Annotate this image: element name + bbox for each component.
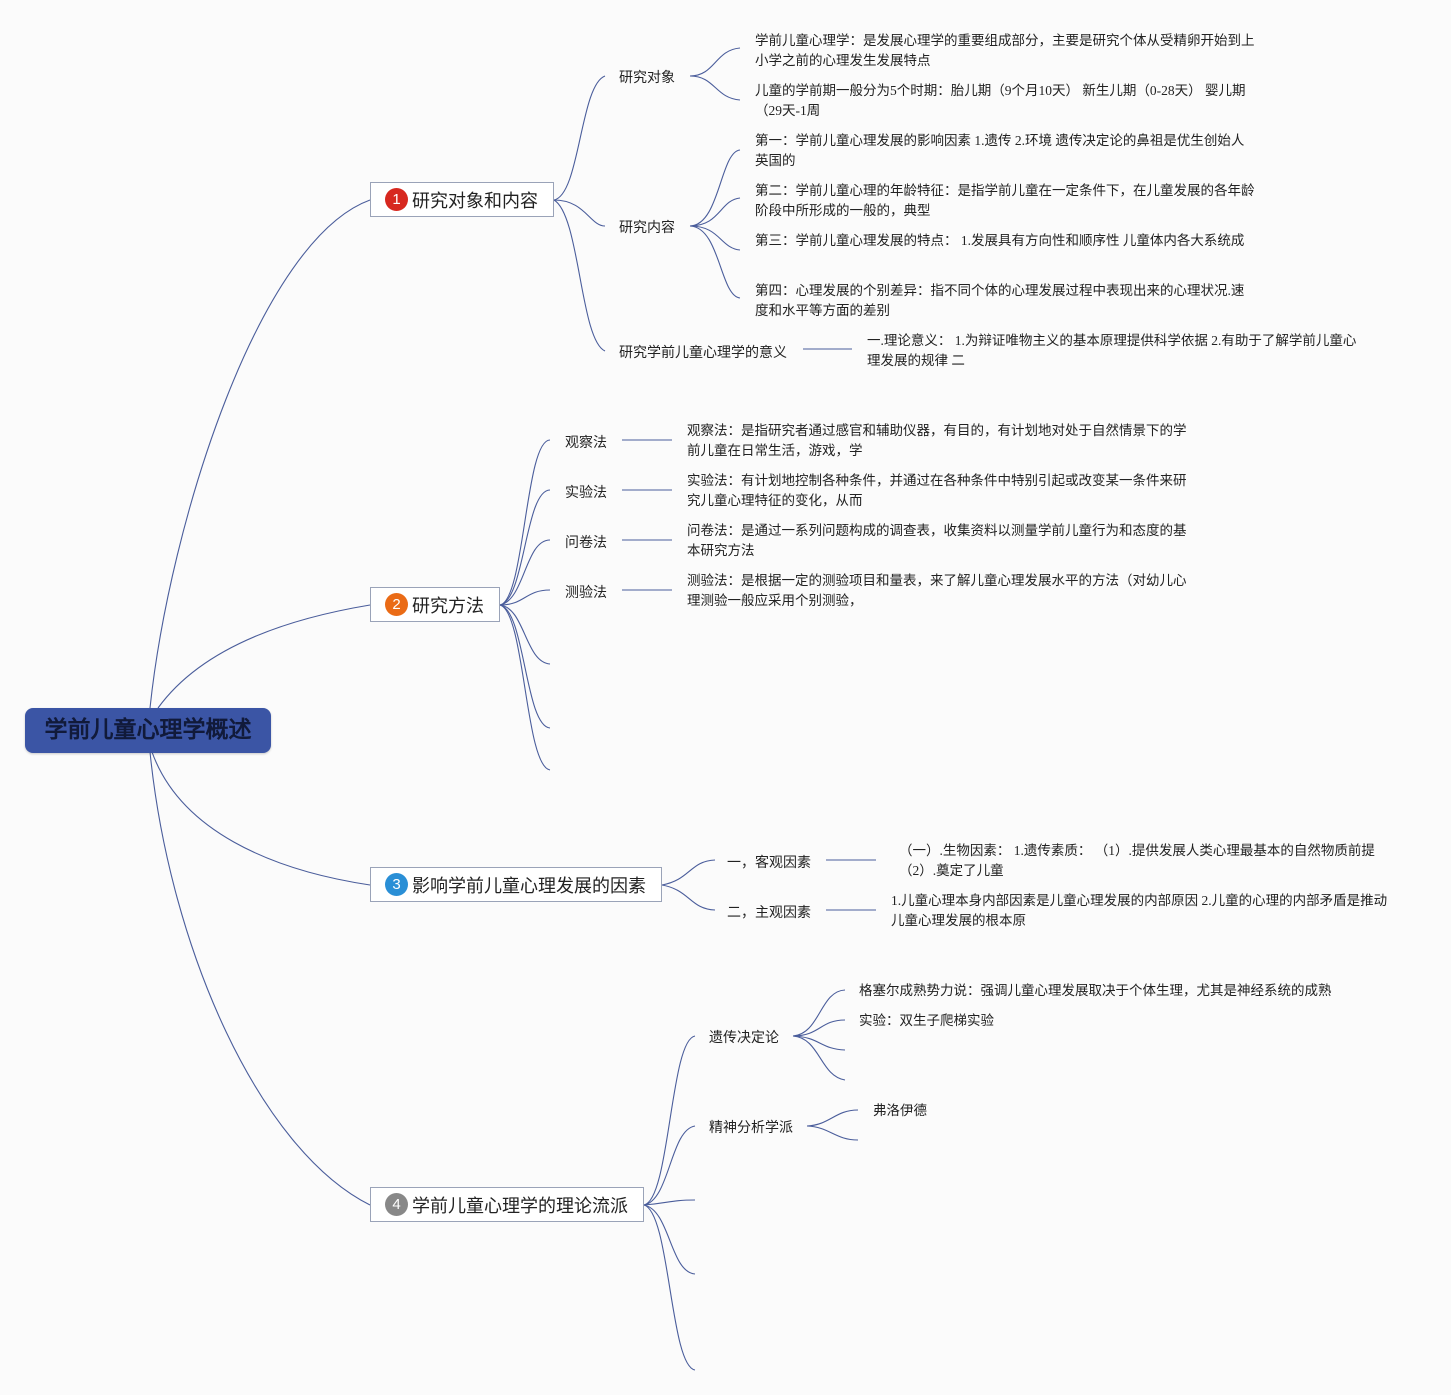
- connector-g1-l2: [792, 1019, 846, 1037]
- leaf-text[interactable]: 一.理论意义： 1.为辩证唯物主义的基本原理提供科学依据 2.有助于了解学前儿童…: [867, 333, 1357, 368]
- connector-c1-l1: [689, 47, 741, 77]
- leaf-text[interactable]: 儿童的学前期一般分为5个时期：胎儿期（9个月10天） 新生儿期（0-28天） 婴…: [755, 83, 1246, 118]
- leaf-text[interactable]: 第一：学前儿童心理发展的影响因素 1.遗传 2.环境 遗传决定论的鼻祖是优生创始…: [755, 133, 1245, 168]
- connector-b2-c3: [499, 539, 551, 606]
- leaf-text[interactable]: 第二：学前儿童心理的年龄特征：是指学前儿童在一定条件下，在儿童发展的各年龄阶段中…: [755, 183, 1255, 218]
- leaf-text[interactable]: 实验：双生子爬梯实验: [859, 1013, 994, 1028]
- leaf-text[interactable]: 学前儿童心理学：是发展心理学的重要组成部分，主要是研究个体从受精卵开始到上小学之…: [755, 33, 1255, 68]
- leaf-text[interactable]: （一）.生物因素： 1.遗传素质： （1）.提供发展人类心理最基本的自然物质前提…: [899, 843, 1375, 878]
- leaf-text[interactable]: 实验法：有计划地控制各种条件，并通过在各种条件中特别引起或改变某一条件来研究儿童…: [687, 473, 1187, 508]
- connector-g1-e1: [792, 1035, 846, 1051]
- leaf-text[interactable]: 1.儿童心理本身内部因素是儿童心理发展的内部原因 2.儿童的心理的内部矛盾是推动…: [891, 893, 1388, 928]
- connector-b2-c2: [499, 489, 551, 606]
- root-topic[interactable]: 学前儿童心理学概述: [25, 708, 271, 753]
- connector-c1-l2: [689, 75, 741, 101]
- branch-3-number-badge: 3: [385, 873, 408, 896]
- leaf-text[interactable]: 问卷法：是通过一系列问题构成的调查表，收集资料以测量学前儿童行为和态度的基本研究…: [687, 523, 1187, 558]
- subtopic-research-significance[interactable]: 研究学前儿童心理学的意义: [619, 345, 787, 361]
- subtopic-questionnaire[interactable]: 问卷法: [565, 535, 607, 551]
- leaf-text[interactable]: 测验法：是根据一定的测验项目和量表，来了解儿童心理发展水平的方法（对幼儿心理测验…: [687, 573, 1187, 608]
- connector-b3-c2: [661, 884, 716, 911]
- connector-root-b4: [149, 751, 371, 1206]
- connector-b4-c2: [643, 1125, 696, 1206]
- subtopic-psychoanalysis[interactable]: 精神分析学派: [709, 1120, 793, 1136]
- subtopic-research-content[interactable]: 研究内容: [619, 220, 675, 236]
- branch-4-title: 学前儿童心理学的理论流派: [412, 1195, 628, 1217]
- subtopic-objective-factors[interactable]: 一，客观因素: [727, 855, 811, 871]
- subtopic-test[interactable]: 测验法: [565, 585, 607, 601]
- leaf-text[interactable]: 第四：心理发展的个别差异：指不同个体的心理发展过程中表现出来的心理状况.速度和水…: [755, 283, 1245, 318]
- branch-1-topic[interactable]: 1 研究对象和内容: [370, 182, 554, 217]
- connector-g2-l1: [806, 1109, 859, 1127]
- subtopic-subjective-factors[interactable]: 二，主观因素: [727, 905, 811, 921]
- connector-b1-c1: [553, 75, 606, 201]
- connector-c2-l2: [689, 197, 741, 227]
- connector-b4-e1: [643, 1199, 696, 1206]
- leaf-text[interactable]: 观察法：是指研究者通过感官和辅助仪器，有目的，有计划地对处于自然情景下的学前儿童…: [687, 423, 1187, 458]
- connector-b4-e3: [643, 1204, 696, 1371]
- branch-2-number-badge: 2: [385, 593, 408, 616]
- subtopic-genetic-determinism[interactable]: 遗传决定论: [709, 1030, 779, 1046]
- connector-b2-e1: [499, 604, 551, 665]
- subtopic-research-object[interactable]: 研究对象: [619, 70, 675, 86]
- connector-root-b3: [151, 751, 371, 886]
- subtopic-observation[interactable]: 观察法: [565, 435, 607, 451]
- branch-3-topic[interactable]: 3 影响学前儿童心理发展的因素: [370, 867, 662, 902]
- connector-b4-e2: [643, 1204, 696, 1275]
- connector-root-b2: [157, 604, 371, 709]
- connector-b2-e3: [499, 604, 551, 771]
- branch-4-topic[interactable]: 4 学前儿童心理学的理论流派: [370, 1187, 644, 1222]
- connector-b3-c1: [661, 859, 716, 886]
- connector-b4-c1: [643, 1035, 696, 1206]
- connector-g1-e2: [792, 1035, 846, 1081]
- branch-1-title: 研究对象和内容: [412, 190, 538, 212]
- branch-1-number-badge: 1: [385, 188, 408, 211]
- connector-b2-e2: [499, 604, 551, 729]
- connector-root-b1: [149, 199, 371, 709]
- leaf-text[interactable]: 格塞尔成熟势力说：强调儿童心理发展取决于个体生理，尤其是神经系统的成熟: [859, 983, 1332, 998]
- leaf-text[interactable]: 第三：学前儿童心理发展的特点： 1.发展具有方向性和顺序性 儿童体内各大系统成: [755, 233, 1245, 248]
- branch-4-number-badge: 4: [385, 1193, 408, 1216]
- branch-3-title: 影响学前儿童心理发展的因素: [412, 875, 646, 897]
- connector-b2-c4: [499, 589, 551, 606]
- connector-b2-c1: [499, 439, 551, 606]
- branch-2-topic[interactable]: 2 研究方法: [370, 587, 500, 622]
- connector-g2-e1: [806, 1125, 859, 1141]
- connector-c2-l4: [689, 225, 741, 299]
- subtopic-experiment[interactable]: 实验法: [565, 485, 607, 501]
- connector-b1-c2: [553, 199, 606, 227]
- connector-c2-l3: [689, 225, 741, 251]
- connector-c2-l1: [689, 149, 741, 227]
- leaf-text[interactable]: 弗洛伊德: [873, 1103, 927, 1118]
- connector-g1-l1: [792, 989, 846, 1037]
- connector-b1-c3: [553, 199, 606, 352]
- branch-2-title: 研究方法: [412, 595, 484, 617]
